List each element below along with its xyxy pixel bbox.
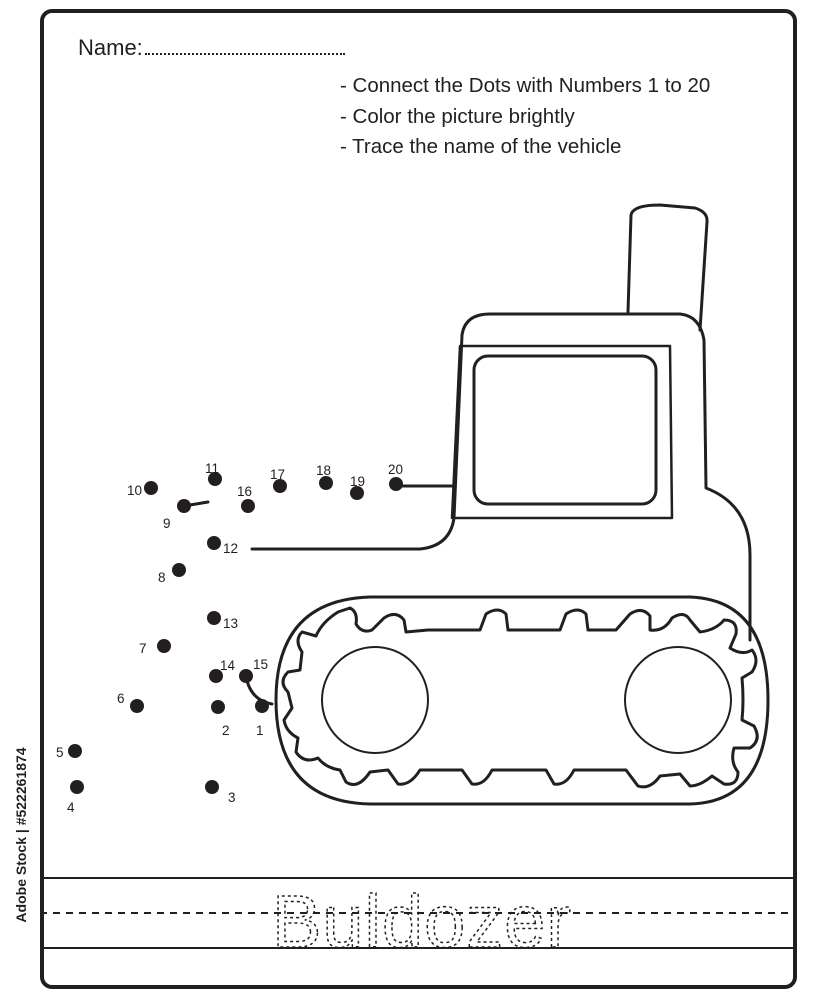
dot-label-12: 12 (223, 541, 238, 556)
dot-9[interactable] (177, 499, 191, 513)
dot-13[interactable] (207, 611, 221, 625)
dot-15[interactable] (239, 669, 253, 683)
dot-label-17: 17 (270, 467, 285, 482)
dot-label-13: 13 (223, 616, 238, 631)
cab-window (472, 354, 658, 506)
dot-11[interactable] (208, 472, 222, 486)
instructions: - Connect the Dots with Numbers 1 to 20 … (340, 71, 710, 163)
dot-3[interactable] (205, 780, 219, 794)
exhaust-pipe (626, 203, 709, 332)
dot-label-2: 2 (222, 723, 230, 738)
dot-label-3: 3 (228, 790, 236, 805)
dot-label-7: 7 (139, 641, 147, 656)
dot-label-8: 8 (158, 570, 166, 585)
name-blank-line[interactable] (144, 33, 345, 55)
dot-17[interactable] (273, 479, 287, 493)
dot-14[interactable] (209, 669, 223, 683)
track-outer (274, 595, 770, 806)
cab-outline (452, 312, 752, 642)
name-field[interactable]: Name: (78, 33, 345, 61)
track-inner-gear (281, 606, 759, 789)
dot-label-4: 4 (67, 800, 75, 815)
dot-20[interactable] (389, 477, 403, 491)
dot-label-9: 9 (163, 516, 171, 531)
dot-12[interactable] (207, 536, 221, 550)
dot-label-10: 10 (127, 483, 142, 498)
dot-16[interactable] (241, 499, 255, 513)
dot-1[interactable] (255, 699, 269, 713)
dot-8[interactable] (172, 563, 186, 577)
worksheet-frame (40, 9, 797, 989)
cab-inner-frame (450, 344, 674, 520)
dot-label-5: 5 (56, 745, 64, 760)
dot-7[interactable] (157, 639, 171, 653)
dot-label-6: 6 (117, 691, 125, 706)
dot-label-18: 18 (316, 463, 331, 478)
dot-10[interactable] (144, 481, 158, 495)
instruction-connect-dots: - Connect the Dots with Numbers 1 to 20 (340, 74, 711, 97)
name-label: Name: (78, 35, 143, 60)
dot-label-1: 1 (256, 723, 264, 738)
dot-label-20: 20 (388, 462, 403, 477)
wheel-left (321, 646, 429, 754)
dot-label-16: 16 (237, 484, 252, 499)
dot-label-15: 15 (253, 657, 268, 672)
dot-6[interactable] (130, 699, 144, 713)
dot-label-11: 11 (205, 461, 219, 476)
dot-label-14: 14 (220, 658, 236, 673)
dot-5[interactable] (68, 744, 82, 758)
dot-18[interactable] (319, 476, 333, 490)
dot-19[interactable] (350, 486, 364, 500)
trace-word: Buldozer (272, 880, 572, 963)
body-lower-line (250, 516, 456, 551)
instruction-trace: - Trace the name of the vehicle (340, 135, 622, 158)
wheel-right (624, 646, 732, 754)
dot-label-19: 19 (350, 474, 365, 489)
instruction-color: - Color the picture brightly (340, 104, 575, 128)
dot-4[interactable] (70, 780, 84, 794)
dot-2[interactable] (211, 700, 225, 714)
